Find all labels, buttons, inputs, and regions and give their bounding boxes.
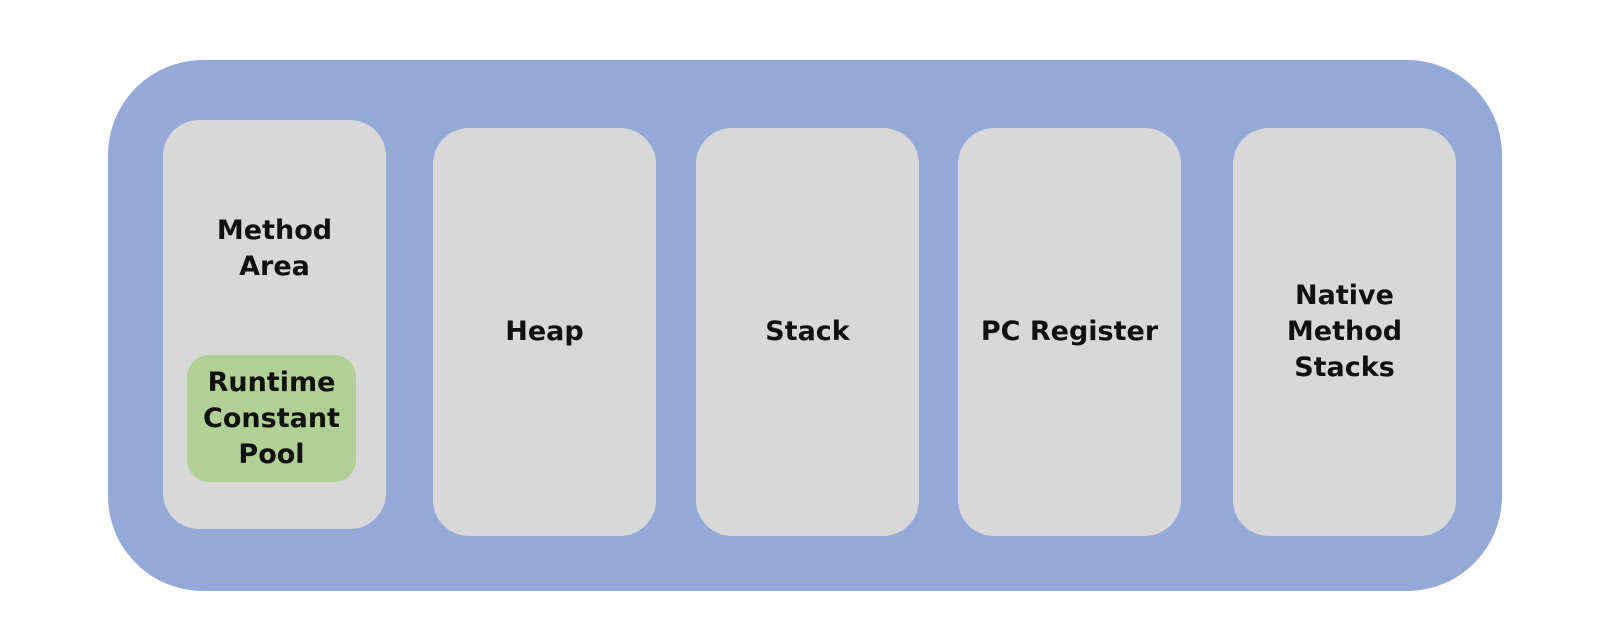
stack-box: Stack — [696, 128, 919, 536]
method-area-label: Method Area — [216, 215, 333, 282]
native-method-stacks-label: Native Method Stacks — [1286, 280, 1403, 383]
heap-box: Heap — [433, 128, 656, 536]
pc-register-box: PC Register — [958, 128, 1181, 536]
heap-label: Heap — [505, 316, 584, 347]
native-method-stacks-box: Native Method Stacks — [1233, 128, 1456, 536]
pc-register-label: PC Register — [980, 316, 1159, 347]
method-area-label-wrap: Method Area — [163, 213, 386, 285]
stack-label: Stack — [765, 316, 850, 347]
runtime-constant-pool-box: Runtime Constant Pool — [187, 355, 356, 482]
runtime-constant-pool-label: Runtime Constant Pool — [203, 366, 340, 470]
